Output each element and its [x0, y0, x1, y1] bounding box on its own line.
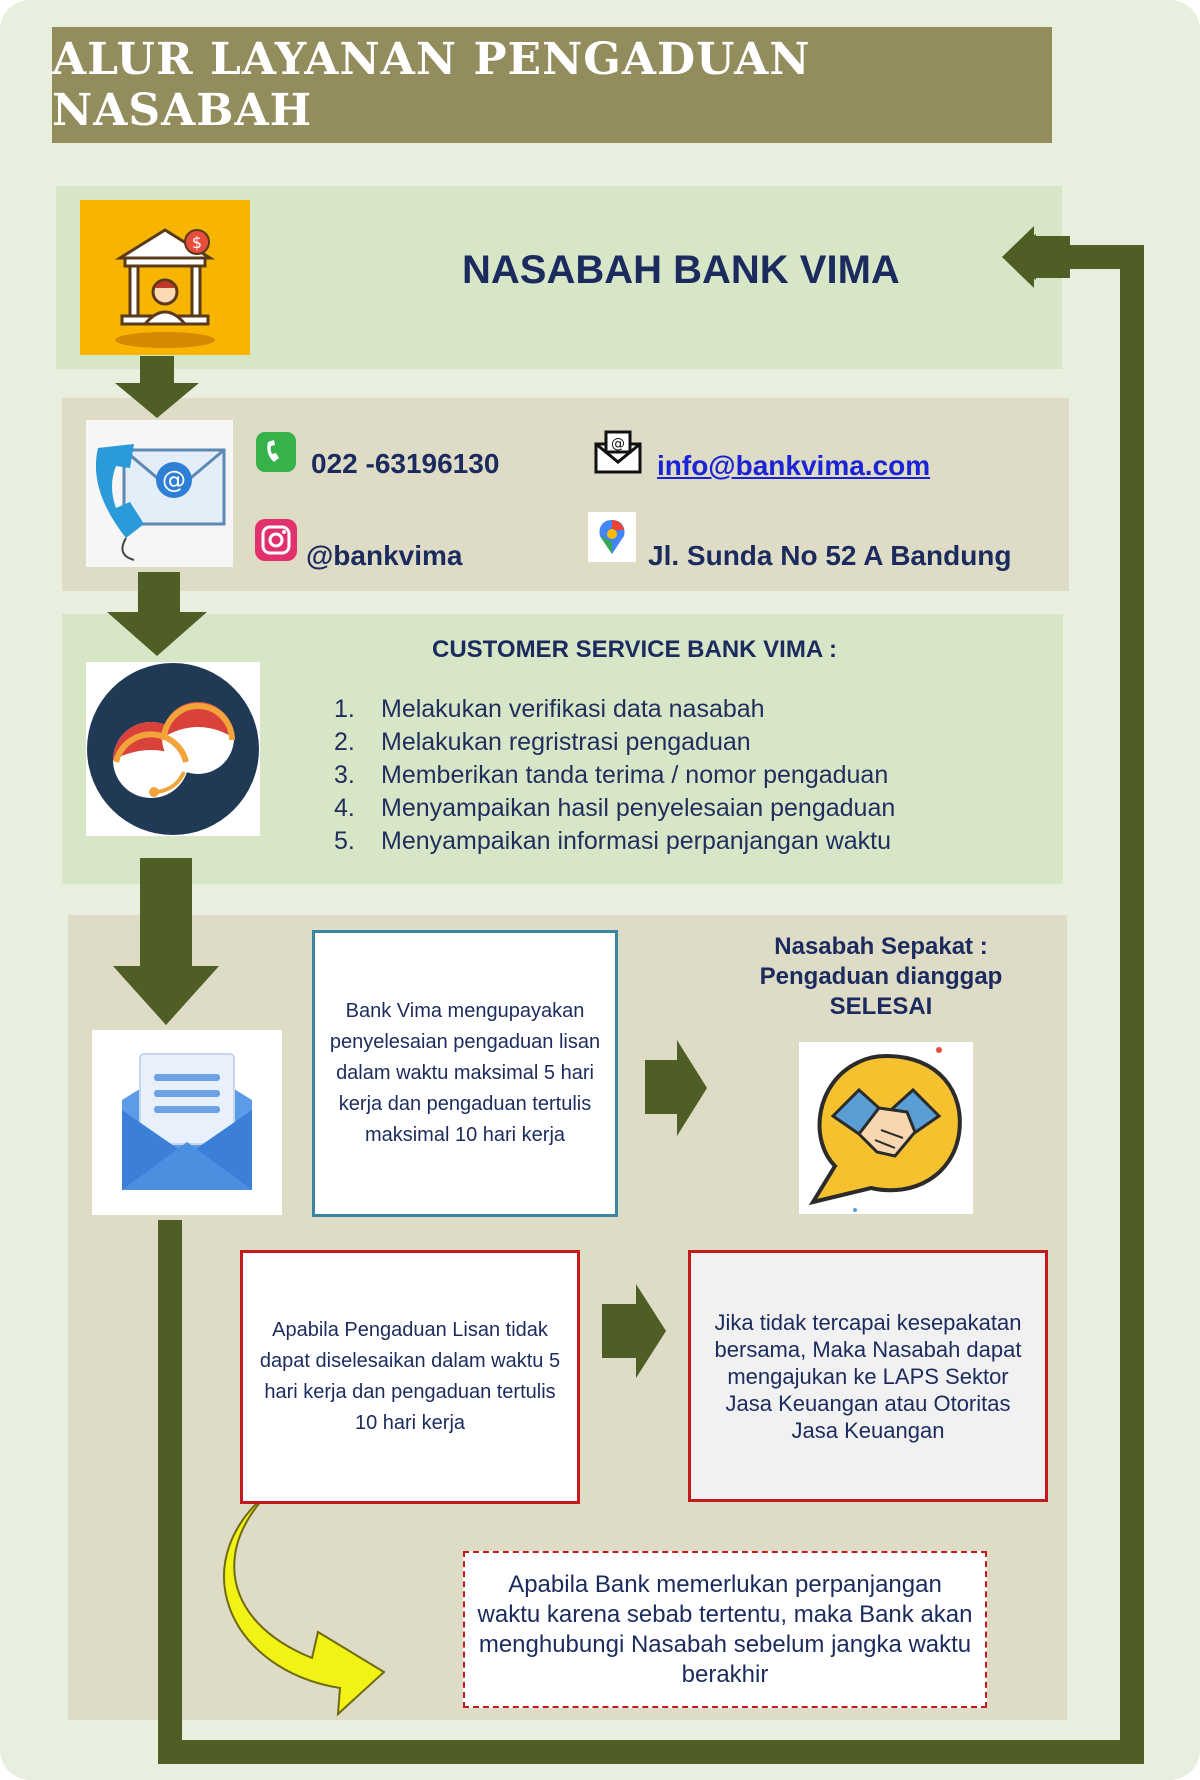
customer-heading: NASABAH BANK VIMA: [462, 248, 900, 292]
unresolved-box: Apabila Pengaduan Lisan tidak dapat dise…: [240, 1250, 580, 1504]
unresolved-text: Apabila Pengaduan Lisan tidak dapat dise…: [259, 1319, 561, 1434]
step-number: 4.: [334, 794, 355, 822]
handshake-icon: [799, 1042, 973, 1214]
page-title: ALUR LAYANAN PENGADUAN NASABAH: [52, 34, 811, 136]
step-number: 5.: [334, 827, 355, 855]
bank-customer-icon: $: [80, 200, 250, 355]
escalation-box: Jika tidak tercapai kesepakatan bersama,…: [688, 1250, 1048, 1502]
arrow-down-icon: [115, 356, 199, 418]
list-item: 3. Memberikan tanda terima / nomor pengad…: [334, 759, 895, 792]
svg-text:$: $: [192, 233, 202, 252]
step-text: Menyampaikan hasil penyelesaian pengadua…: [381, 794, 896, 822]
envelope-letter-icon: [92, 1030, 282, 1215]
arrow-down-icon: [107, 572, 207, 656]
svg-text:@: @: [162, 466, 186, 494]
step-number: 2.: [334, 728, 355, 756]
customer-service-steps: 1. Melakukan verifikasi data nasabah 2. Me…: [334, 693, 895, 858]
arrow-down-icon: [113, 858, 219, 1025]
resolution-text: Bank Vima mengupayakan penyelesaian peng…: [329, 1000, 601, 1146]
email-icon: @: [594, 430, 642, 474]
phone-icon: [256, 432, 296, 472]
agreement-line: Pengaduan dianggap: [759, 963, 1003, 990]
email-address[interactable]: info@bankvima.com: [657, 450, 931, 481]
phone-number: 022 -63196130: [311, 448, 500, 479]
step-text: Menyampaikan informasi perpanjangan wakt…: [381, 827, 892, 855]
agreement-label: Nasabah Sepakat : Pengaduan dianggap SEL…: [736, 932, 1026, 1022]
step-text: Melakukan verifikasi data nasabah: [381, 695, 765, 723]
list-item: 4. Menyampaikan hasil penyelesaian pengad…: [334, 792, 895, 825]
agreement-line: SELESAI: [829, 993, 933, 1020]
location-icon: [588, 512, 636, 562]
email-link[interactable]: info@bankvima.com: [657, 450, 930, 482]
extension-text: Apabila Bank memerlukan perpanjangan wak…: [477, 1570, 973, 1688]
phone-email-icon: @: [86, 420, 233, 567]
loop-arrow-icon: [158, 245, 1144, 1764]
curved-arrow-icon: [223, 1465, 386, 1717]
escalation-text: Jika tidak tercapai kesepakatan bersama,…: [714, 1309, 1022, 1443]
step-text: Melakukan regristrasi pengaduan: [381, 728, 751, 756]
customer-service-icon: [86, 662, 260, 836]
arrow-right-icon: [645, 1040, 707, 1136]
instagram-icon: [255, 519, 297, 561]
list-item: 2. Melakukan regristrasi pengaduan: [334, 726, 895, 759]
resolution-box: Bank Vima mengupayakan penyelesaian peng…: [312, 930, 618, 1217]
list-item: 1. Melakukan verifikasi data nasabah: [334, 693, 895, 726]
list-item: 5. Menyampaikan informasi perpanjangan wa…: [334, 825, 895, 858]
agreement-line: Nasabah Sepakat :: [774, 933, 988, 960]
instagram-handle: @bankvima: [306, 540, 463, 571]
title-bar: ALUR LAYANAN PENGADUAN NASABAH: [52, 27, 1052, 143]
customer-service-title: CUSTOMER SERVICE BANK VIMA :: [432, 636, 837, 663]
address: Jl. Sunda No 52 A Bandung: [648, 540, 1012, 571]
arrow-right-icon: [602, 1284, 666, 1378]
step-number: 3.: [334, 761, 355, 789]
step-text: Memberikan tanda terima / nomor pengadua…: [381, 761, 889, 789]
extension-box: Apabila Bank memerlukan perpanjangan wak…: [463, 1551, 987, 1708]
svg-text:@: @: [611, 436, 625, 452]
step-number: 1.: [334, 695, 355, 723]
